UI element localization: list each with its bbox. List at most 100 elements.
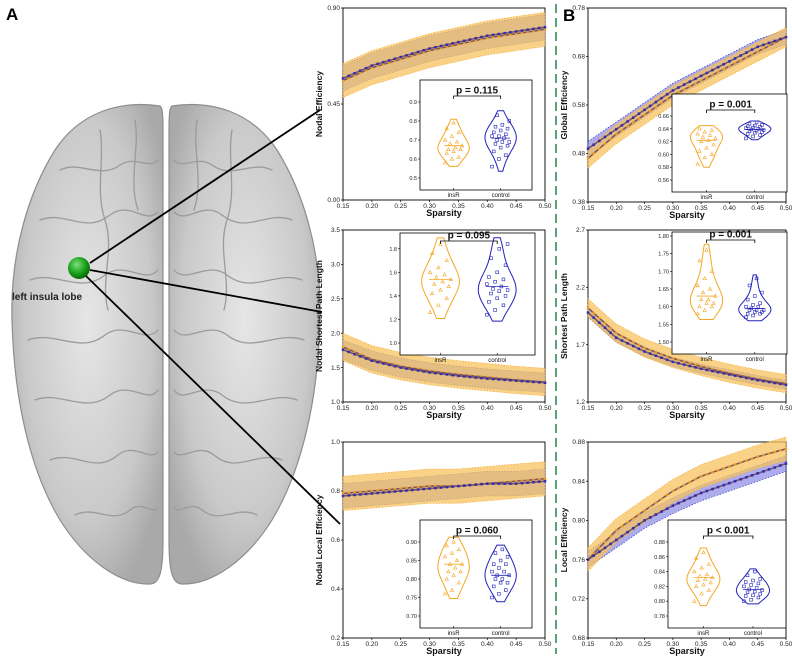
- point-insR: [592, 552, 595, 556]
- point-control: [756, 45, 760, 49]
- point-control: [699, 491, 703, 495]
- brain-gyri: [27, 119, 305, 517]
- marker-insR: [458, 569, 463, 574]
- inset-y-tick-label: 0.80: [406, 577, 417, 583]
- x-tick-label: 0.50: [539, 203, 552, 210]
- point-control: [660, 96, 663, 100]
- marker-insR: [442, 554, 448, 559]
- point-control: [767, 380, 771, 384]
- point-insR: [694, 82, 697, 85]
- point-insR: [665, 97, 669, 101]
- y-tick-label: 0.6: [331, 537, 340, 544]
- significance-bracket: [706, 239, 756, 243]
- inset-y-tick-label: 0.86: [654, 555, 665, 561]
- inset-group-label: control: [492, 631, 510, 637]
- marker-control: [744, 304, 748, 309]
- point-insR: [359, 353, 362, 356]
- marker-insR: [709, 127, 715, 132]
- point-insR: [631, 121, 635, 124]
- point-insR: [586, 157, 590, 160]
- point-insR: [592, 311, 595, 315]
- point-control: [382, 491, 385, 494]
- panel-letter-a: A: [6, 5, 18, 24]
- marker-insR: [706, 297, 711, 302]
- marker-control: [499, 284, 504, 289]
- point-control: [598, 550, 601, 554]
- point-control: [416, 488, 420, 491]
- point-control: [773, 381, 776, 385]
- point-insR: [382, 63, 385, 66]
- connector-line-top: [89, 109, 321, 264]
- marker-control: [754, 129, 759, 133]
- point-control: [609, 331, 612, 335]
- marker-insR: [454, 139, 460, 144]
- marker-insR: [444, 258, 449, 263]
- marker-insR: [695, 161, 700, 166]
- x-tick-label: 0.30: [423, 405, 436, 412]
- inset-y-tick-label: 1.50: [658, 340, 669, 346]
- point-control: [405, 367, 408, 370]
- point-insR: [705, 366, 709, 370]
- marker-insR: [706, 561, 712, 566]
- point-control: [514, 30, 518, 33]
- point-control: [728, 481, 731, 485]
- point-control: [387, 363, 391, 367]
- inset-y-tick-label: 1.65: [658, 287, 669, 293]
- point-insR: [733, 61, 737, 65]
- point-control: [468, 38, 472, 41]
- point-insR: [598, 147, 601, 150]
- x-tick-label: 0.15: [582, 205, 595, 212]
- x-tick-label: 0.30: [667, 205, 680, 212]
- point-control: [445, 43, 449, 46]
- point-control: [382, 362, 385, 365]
- marker-control: [501, 277, 506, 282]
- point-control: [497, 482, 501, 485]
- point-control: [722, 483, 726, 487]
- y-tick-label: 0.72: [572, 596, 585, 603]
- point-control: [688, 80, 692, 84]
- x-tick-label: 0.50: [780, 405, 792, 412]
- marker-insR: [451, 148, 456, 153]
- point-insR: [428, 484, 431, 488]
- point-insR: [728, 465, 731, 468]
- point-insR: [688, 361, 692, 365]
- marker-control: [493, 308, 497, 312]
- point-control: [451, 373, 454, 377]
- point-insR: [434, 48, 437, 51]
- point-insR: [474, 374, 478, 378]
- x-tick-label: 0.30: [667, 641, 680, 648]
- inset-y-tick-label: 0.88: [654, 540, 665, 546]
- point-insR: [399, 364, 403, 368]
- marker-control: [505, 288, 510, 292]
- point-control: [728, 60, 731, 63]
- x-tick-label: 0.35: [452, 641, 465, 648]
- significance-bracket: [453, 95, 502, 99]
- y-tick-label: 0.8: [331, 488, 340, 495]
- x-tick-label: 0.20: [610, 641, 623, 648]
- marker-control: [500, 577, 505, 581]
- point-control: [733, 374, 737, 377]
- point-insR: [637, 117, 641, 120]
- violin-insR: [437, 118, 470, 167]
- point-insR: [739, 59, 743, 62]
- marker-insR: [427, 269, 433, 274]
- y-tick-label: 2.0: [331, 330, 340, 337]
- marker-insR: [693, 555, 699, 560]
- point-insR: [767, 452, 771, 455]
- point-insR: [614, 528, 618, 532]
- marker-control: [505, 144, 510, 148]
- point-insR: [682, 360, 686, 363]
- marker-control: [507, 573, 511, 578]
- point-control: [405, 54, 408, 57]
- point-insR: [643, 113, 646, 116]
- marker-insR: [695, 131, 700, 136]
- marker-insR: [703, 576, 708, 581]
- point-insR: [387, 488, 391, 491]
- inset-group-label: insR: [700, 195, 713, 201]
- inset-group-label: control: [746, 357, 764, 363]
- inset-frame: [671, 231, 788, 355]
- point-control: [705, 71, 709, 75]
- x-tick-label: 0.15: [582, 405, 595, 412]
